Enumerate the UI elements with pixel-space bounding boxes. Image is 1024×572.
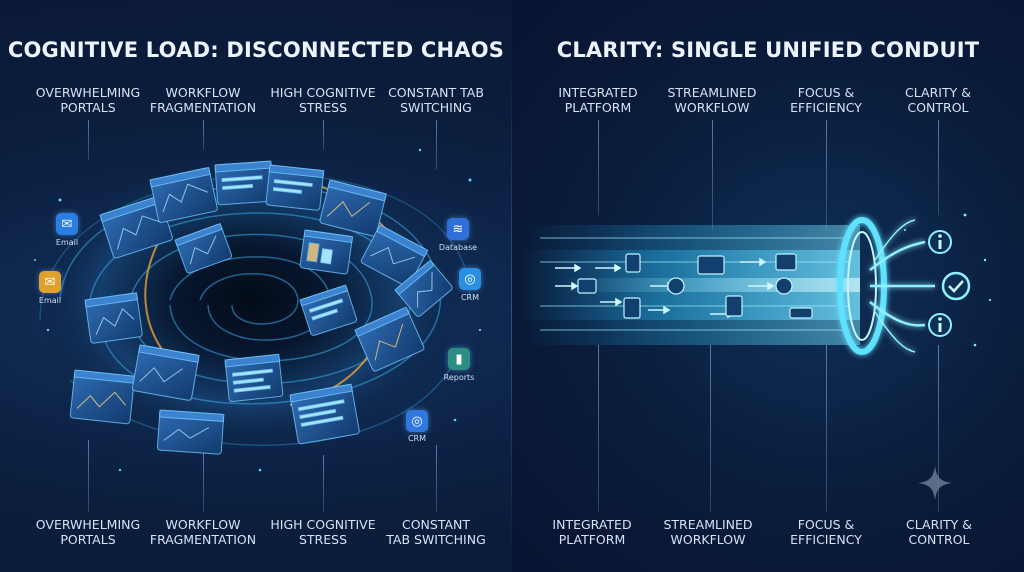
envelope-icon: ✉ (56, 213, 78, 235)
app-label: Email (38, 296, 62, 305)
connector-line (88, 120, 89, 160)
connector-line (938, 120, 939, 215)
right-top-label-4: CLARITY &CONTROL (905, 85, 971, 115)
panel-divider (511, 60, 512, 560)
connector-line (598, 120, 599, 215)
right-bottom-label-4: CLARITY &CONTROL (906, 517, 972, 547)
right-top-label-3: FOCUS &EFFICIENCY (790, 85, 862, 115)
app-label: Reports (443, 373, 475, 382)
connector-line (826, 120, 827, 230)
left-panel-title: COGNITIVE LOAD: DISCONNECTED CHAOS (7, 38, 505, 62)
right-panel-title: CLARITY: SINGLE UNIFIED CONDUIT (556, 38, 980, 62)
particles (904, 213, 992, 351)
connector-line (938, 345, 939, 512)
info-icon (928, 230, 952, 254)
crm-icon: ◎ (459, 268, 481, 290)
connector-line (436, 445, 437, 512)
app-label: Email (55, 238, 79, 247)
connector-line (323, 455, 324, 512)
checkmark-icon (941, 271, 971, 301)
bar-chart-icon: ▮ (448, 348, 470, 370)
connector-line (712, 120, 713, 230)
envelope-icon: ✉ (39, 271, 61, 293)
connector-line (203, 120, 204, 150)
app-label: Database (438, 243, 478, 252)
sparkle-icon (918, 466, 952, 500)
app-label: CRM (460, 293, 480, 302)
connector-line (88, 440, 89, 512)
connector-line (436, 120, 437, 170)
connector-line (598, 345, 599, 512)
info-icon (928, 313, 952, 337)
particles (34, 148, 482, 472)
output-icons (928, 230, 971, 337)
connector-line (710, 345, 711, 512)
unified-conduit (520, 217, 935, 355)
app-windows (69, 160, 453, 455)
database-icon: ≋ (447, 218, 469, 240)
right-bottom-label-3: FOCUS &EFFICIENCY (790, 517, 862, 547)
connector-line (826, 345, 827, 512)
connector-line (323, 120, 324, 150)
app-label: CRM (407, 434, 427, 443)
connector-line (203, 450, 204, 512)
crm-icon: ◎ (406, 410, 428, 432)
